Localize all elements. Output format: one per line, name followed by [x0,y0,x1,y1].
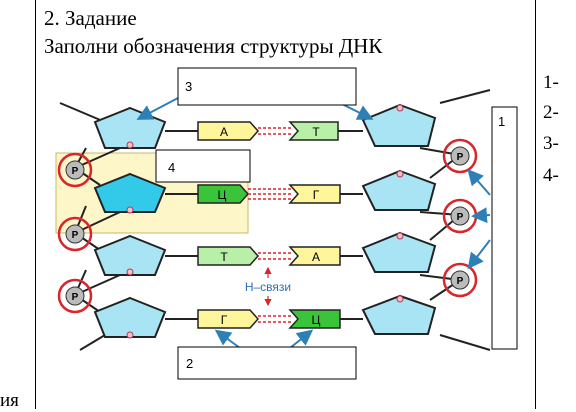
sugar-right-2 [361,169,437,211]
hbond-label: Н–связи [245,280,291,294]
base-row2-left [197,184,250,204]
base-row1-right [288,121,339,141]
base-row2-right [288,184,341,204]
answer-item-2[interactable]: 2- [543,102,559,123]
task-title: 2. Задание [44,6,137,30]
label-box-3[interactable] [177,67,357,106]
table-border-left [35,0,36,409]
label-box-2[interactable] [177,346,357,380]
svg-text:P: P [457,276,464,287]
sugar-dots [126,104,404,339]
pointer-arrows [136,97,491,349]
label-box-4-text: 4 [168,160,175,175]
base-row3-left [197,246,260,266]
phosphates-left: P P P [57,152,93,314]
base-row3-right [288,246,341,266]
base-row4-left-label: Г [221,313,228,327]
base-row2-left-label: Ц [218,188,227,202]
svg-text:P: P [457,212,464,223]
task-text: Заполни обозначения структуры ДНК [44,34,383,58]
label-box-1[interactable] [491,106,518,350]
base-row1-left [197,121,260,141]
label-box-3-text: 3 [185,79,192,94]
svg-text:P: P [457,152,464,163]
svg-text:P: P [72,230,79,241]
label-box-2-text: 2 [186,356,193,371]
hydrogen-bond-lines [248,127,292,323]
phosphates-right: P P P [442,138,478,298]
cut-off-text: ия [0,390,19,411]
answer-item-1[interactable]: 1- [543,72,559,93]
svg-text:P: P [72,292,79,303]
sugar-right-4 [361,294,437,335]
svg-text:P: P [72,166,79,177]
sugar-right-3 [361,231,437,273]
base-row4-right [288,309,341,329]
answer-item-3[interactable]: 3- [543,133,559,154]
answer-item-4[interactable]: 4- [543,165,559,186]
base-row1-right-label: Т [312,125,320,139]
label-box-1-text: 1 [498,114,505,129]
base-row1-left-label: А [220,125,228,139]
base-row3-left-label: Т [220,250,228,264]
table-border-right [535,0,536,409]
base-row4-left [197,309,260,329]
base-row2-right-label: Г [313,188,320,202]
label-box-4[interactable] [155,149,251,183]
base-row4-right-label: Ц [312,313,321,327]
sugar-left-4 [93,296,167,338]
base-row3-right-label: А [312,250,320,264]
